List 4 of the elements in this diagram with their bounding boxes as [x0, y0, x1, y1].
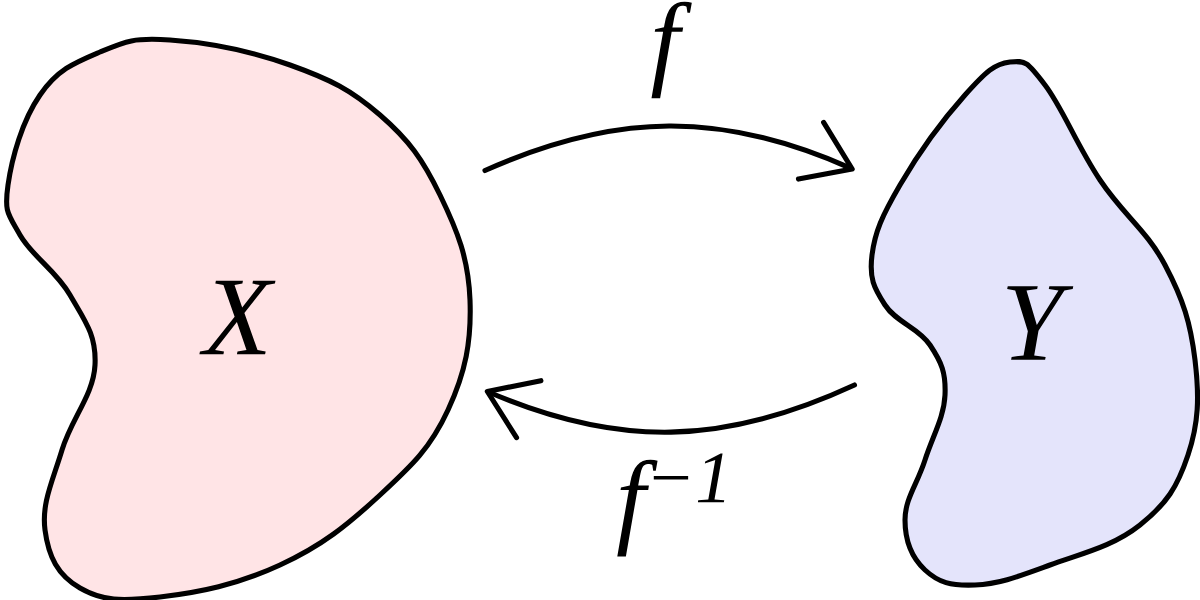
arrow [484, 378, 858, 441]
edge-label: f$^{−1}$ [617, 453, 725, 557]
edge-label: f [651, 1, 692, 99]
arrow [482, 119, 855, 182]
